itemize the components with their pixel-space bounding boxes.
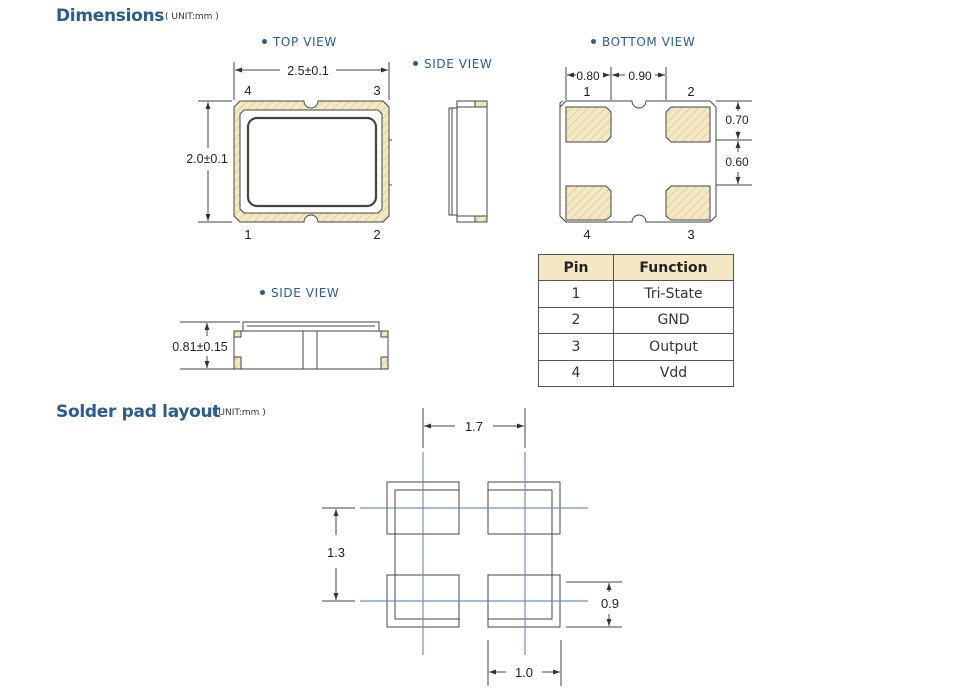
solder-pad-unit: ( UNIT:mm ) [212, 408, 266, 418]
top-width-dim: 2.5±0.1 [287, 64, 329, 78]
top-view-label-text: TOP VIEW [273, 35, 337, 49]
table-row: 4 Vdd [538, 359, 734, 387]
table-row: 1 Tri-State [538, 280, 734, 308]
pad-dim-bottom: 1.0 [515, 665, 533, 680]
table-row: 2 GND [538, 306, 734, 335]
bottom-dim-d: 0.60 [725, 155, 749, 169]
bottom-dim-b: 0.90 [628, 69, 652, 83]
side-view-right-label: SIDE VIEW [413, 57, 492, 71]
pad-dim-left: 1.3 [327, 545, 345, 560]
top-pin-3: 3 [373, 83, 380, 98]
pin-function-table: Pin Function 1 Tri-State 2 GND 3 Output … [538, 253, 734, 387]
dimensions-heading: Dimensions [56, 6, 165, 26]
function-cell: GND [613, 306, 734, 335]
top-pin-2: 2 [373, 227, 380, 242]
function-cell: Tri-State [613, 280, 734, 308]
function-column-header: Function [613, 253, 734, 282]
solder-pad-heading: Solder pad layout [56, 402, 221, 422]
solder-pad-drawing [322, 408, 622, 686]
function-cell: Vdd [613, 359, 734, 387]
pin-cell: 4 [538, 359, 614, 387]
table-header-row: Pin Function [538, 253, 734, 282]
bottom-dim-c: 0.70 [725, 113, 749, 127]
dimensions-unit: ( UNIT:mm ) [165, 12, 219, 22]
function-cell: Output [613, 333, 734, 361]
bottom-pin-2: 2 [687, 84, 694, 99]
top-pin-1: 1 [244, 227, 251, 242]
top-height-dim: 2.0±0.1 [186, 152, 228, 166]
pin-cell: 3 [538, 333, 614, 361]
top-view-label: TOP VIEW [262, 35, 337, 49]
bottom-dim-a: 0.80 [576, 69, 600, 83]
bottom-view-label: BOTTOM VIEW [591, 35, 695, 49]
side-view-right-drawing [448, 100, 488, 223]
bullet-icon [413, 61, 418, 66]
bottom-pin-4: 4 [583, 227, 590, 242]
bullet-icon [591, 39, 596, 44]
pad-dim-right: 0.9 [601, 596, 619, 611]
table-row: 3 Output [538, 333, 734, 361]
bullet-icon [262, 39, 267, 44]
side-view-bottom-drawing [180, 321, 389, 370]
side-view-bottom-label: SIDE VIEW [260, 286, 339, 300]
pin-column-header: Pin [538, 253, 614, 282]
side-view-right-label-text: SIDE VIEW [424, 57, 493, 71]
bottom-view-drawing [559, 67, 752, 223]
bottom-pin-3: 3 [687, 227, 694, 242]
pad-dim-top: 1.7 [465, 419, 483, 434]
bottom-pin-1: 1 [583, 84, 590, 99]
bullet-icon [260, 290, 265, 295]
top-view-drawing [198, 62, 392, 223]
top-pin-4: 4 [244, 83, 251, 98]
pin-cell: 1 [538, 280, 614, 308]
side-view-bottom-label-text: SIDE VIEW [271, 286, 340, 300]
side-height-dim: 0.81±0.15 [172, 340, 228, 354]
pin-cell: 2 [538, 306, 614, 335]
bottom-view-label-text: BOTTOM VIEW [602, 35, 696, 49]
